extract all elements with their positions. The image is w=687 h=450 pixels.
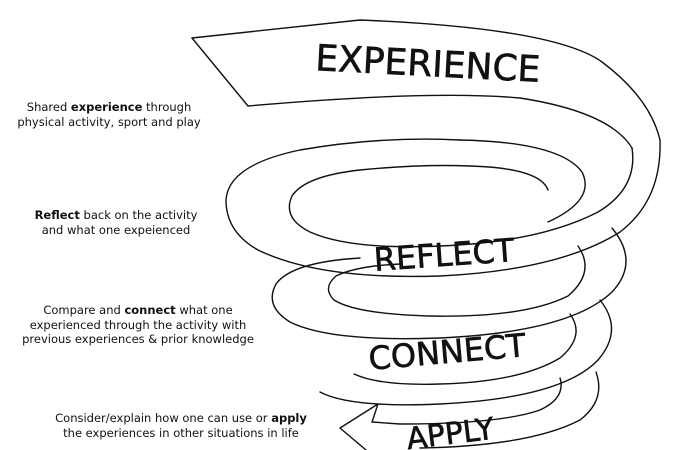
spiral-loop-1-tail: [459, 139, 586, 223]
stage-label-experience: EXPERIENCE: [314, 38, 541, 91]
spiral-band-top-lower: [191, 37, 633, 149]
spiral-loop-2-outer: [271, 227, 627, 340]
spiral-loop-3-inner: [353, 313, 577, 385]
description-experience-pre: Shared: [26, 100, 71, 114]
spiral-loop-2-inner: [327, 245, 586, 317]
stage-label-apply: APPLY: [405, 412, 497, 450]
description-apply-pre: Consider/explain how one can use or: [55, 411, 272, 425]
description-connect-line2: experienced through the activity with: [29, 317, 247, 332]
spiral-loop-1-inner: [288, 147, 634, 248]
stage-label-reflect: REFLECT: [373, 231, 517, 279]
spiral-loop-3-outer: [319, 299, 613, 406]
description-reflect-keyword: Reflect: [34, 208, 80, 222]
description-connect-post: what one: [175, 303, 233, 317]
description-reflect: Reflect back on the activity and what on…: [10, 208, 222, 237]
description-reflect-line2: and what one expeienced: [41, 222, 191, 237]
description-apply: Consider/explain how one can use or appl…: [36, 411, 326, 440]
description-apply-line2: the experiences in other situations in l…: [63, 425, 299, 440]
description-experience-line2: physical activity, sport and play: [17, 114, 201, 129]
description-experience-keyword: experience: [70, 100, 143, 114]
description-apply-keyword: apply: [271, 411, 307, 425]
description-reflect-post: back on the activity: [79, 208, 198, 222]
spiral-arrow-apply: [339, 371, 600, 450]
description-connect-pre: Compare and: [43, 303, 125, 317]
stage-label-connect: CONNECT: [367, 326, 528, 378]
description-connect-keyword: connect: [124, 303, 176, 317]
spiral-band-top: [191, 19, 661, 141]
description-experience: Shared experience through physical activ…: [2, 100, 216, 129]
description-connect-line3: previous experiences & prior knowledge: [22, 332, 254, 346]
spiral-loop-1-outer: [225, 138, 661, 278]
description-experience-post: through: [142, 100, 192, 114]
description-connect: Compare and connect what one experienced…: [4, 303, 272, 347]
